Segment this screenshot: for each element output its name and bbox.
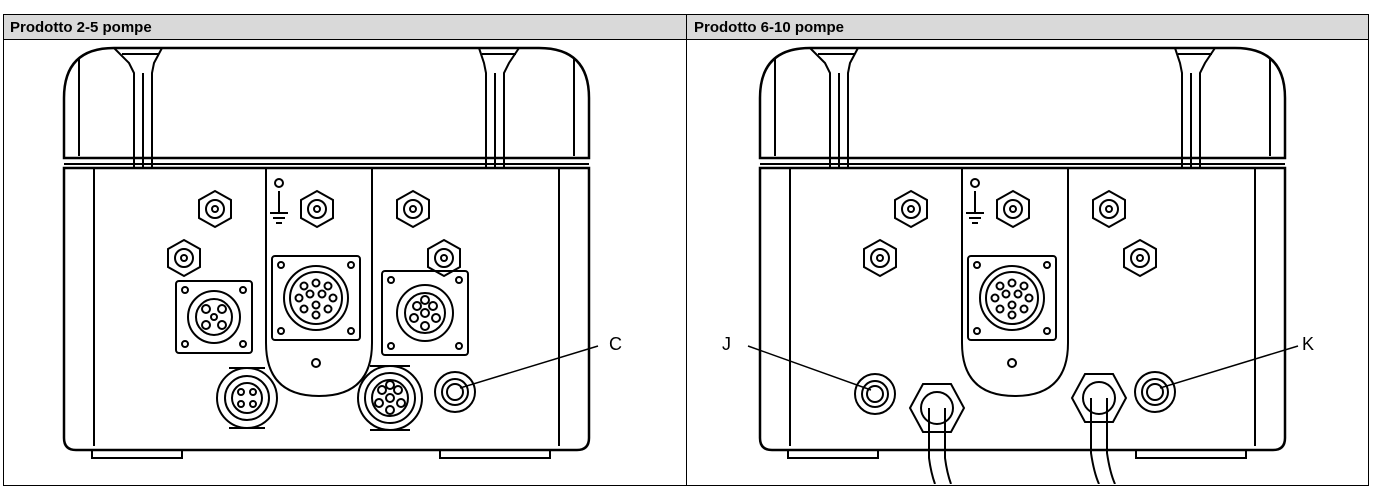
column-title-2-5-pumps: Prodotto 2-5 pompe	[10, 19, 152, 36]
plug-j	[854, 373, 896, 415]
ground-symbol	[270, 178, 288, 224]
connector-multipin-center	[967, 255, 1057, 341]
handle-post-left	[113, 47, 163, 168]
leader-line-j	[747, 345, 872, 391]
cable-gland-right	[1070, 373, 1128, 484]
connector-4pin-square	[175, 280, 253, 354]
foot-right	[439, 449, 551, 459]
foot-left	[91, 449, 183, 459]
fitting-1	[198, 189, 232, 229]
handle-post-right	[478, 47, 520, 168]
fitting-4	[167, 238, 201, 278]
fitting-5	[427, 238, 461, 278]
handle-post-right	[1174, 47, 1216, 168]
ground-symbol	[966, 178, 984, 224]
foot-left	[787, 449, 879, 459]
top-cover	[62, 46, 591, 160]
drawing-6-10-pumps	[747, 46, 1299, 484]
plug-k	[1134, 371, 1176, 413]
connector-multipin-center	[271, 255, 361, 341]
callout-label-j: J	[722, 334, 731, 354]
figure-table: Prodotto 2-5 pompe Prodotto 6-10 pompe	[3, 14, 1369, 486]
leader-line-c	[459, 345, 599, 389]
fitting-3	[1092, 189, 1126, 229]
fitting-2	[996, 189, 1030, 229]
lower-body	[62, 166, 591, 452]
callout-label-k: K	[1302, 334, 1315, 354]
drawing-2-5-pumps	[62, 46, 599, 459]
column-title-6-10-pumps: Prodotto 6-10 pompe	[694, 19, 845, 36]
connector-7pin-square	[381, 270, 469, 356]
fitting-3	[396, 189, 430, 229]
fitting-4	[863, 238, 897, 278]
center-bracket	[265, 168, 373, 398]
handle-post-left	[809, 47, 859, 168]
fitting-5	[1123, 238, 1157, 278]
connector-round-4pin	[216, 367, 278, 429]
column-divider	[686, 15, 687, 485]
plug-c	[434, 371, 476, 413]
fitting-1	[894, 189, 928, 229]
center-bracket	[961, 168, 1069, 398]
cable-gland-left	[908, 383, 966, 484]
connector-round-7pin	[357, 365, 423, 431]
top-cover	[758, 46, 1287, 160]
foot-right	[1135, 449, 1247, 459]
leader-line-k	[1159, 345, 1299, 389]
callout-label-c: C	[609, 334, 622, 354]
lower-body	[758, 166, 1287, 452]
fitting-2	[300, 189, 334, 229]
